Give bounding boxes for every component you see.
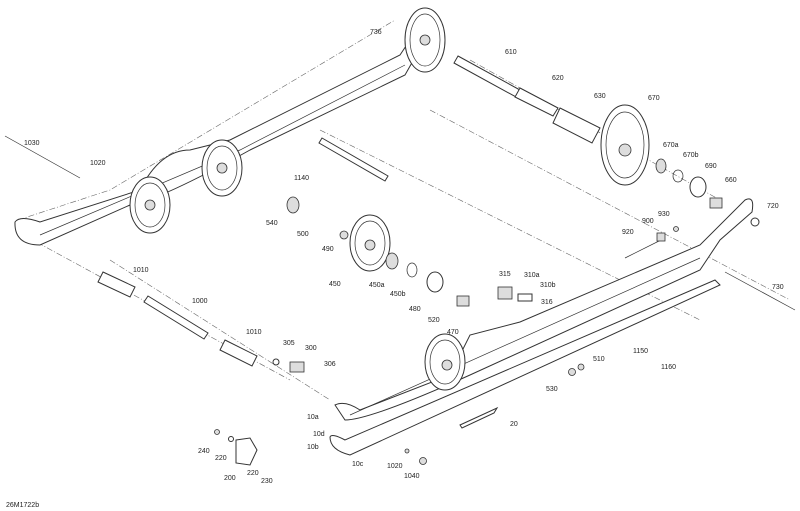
callout-930: 930 (658, 211, 670, 218)
callout-316: 316 (541, 299, 553, 306)
callout-1010-right: 1010 (246, 329, 262, 336)
callout-10d: 10d (313, 431, 325, 438)
callout-900: 900 (642, 218, 654, 225)
callout-310b: 310b (540, 282, 556, 289)
callout-530: 530 (546, 386, 558, 393)
callout-1160: 1160 (661, 364, 676, 371)
slide-10b (329, 279, 721, 456)
callout-200: 200 (224, 475, 236, 482)
callout-315: 315 (499, 271, 511, 278)
callout-730: 730 (772, 284, 784, 291)
callout-1000: 1000 (192, 298, 208, 305)
callout-670: 670 (648, 95, 660, 102)
callout-10c: 10c (352, 461, 364, 468)
callout-736: 736 (370, 29, 382, 36)
right-rail (334, 198, 754, 421)
callout-305: 305 (283, 340, 295, 347)
callout-20: 20 (510, 421, 518, 428)
callout-660: 660 (725, 177, 737, 184)
drawing-code: 26M1722b (6, 502, 39, 509)
callout-670a: 670a (663, 142, 679, 149)
callout-490: 490 (322, 246, 334, 253)
callout-1020-bottom: 1020 (387, 463, 403, 470)
callout-310a: 310a (524, 272, 540, 279)
callout-1030: 1030 (24, 140, 40, 147)
callout-1140: 1140 (294, 175, 309, 182)
shafts (4, 55, 796, 367)
callout-450: 450 (329, 281, 341, 288)
callout-450b: 450b (390, 291, 406, 298)
callout-300: 300 (305, 345, 317, 352)
callout-670b: 670b (683, 152, 699, 159)
wheels (129, 7, 650, 391)
callout-480: 480 (409, 306, 421, 313)
callout-630: 630 (594, 93, 606, 100)
callout-10b: 10b (307, 444, 319, 451)
callout-720: 720 (767, 203, 779, 210)
callout-240: 240 (198, 448, 210, 455)
callout-920: 920 (622, 229, 634, 236)
callout-220-right: 220 (247, 470, 259, 477)
callout-470: 470 (447, 329, 459, 336)
callout-620: 620 (552, 75, 564, 82)
callout-1010-left: 1010 (133, 267, 149, 274)
callout-450a: 450a (369, 282, 385, 289)
callout-500: 500 (297, 231, 309, 238)
callout-labels: 736 610 620 630 670 670a 670b 690 660 720 930 900 92… (24, 29, 784, 485)
callout-690: 690 (705, 163, 717, 170)
callout-306: 306 (324, 361, 336, 368)
callout-1150: 1150 (633, 348, 648, 355)
callout-1020-top: 1020 (90, 160, 106, 167)
callout-610: 610 (505, 49, 517, 56)
callout-220-left: 220 (215, 455, 227, 462)
callout-540: 540 (266, 220, 278, 227)
callout-510: 510 (593, 356, 605, 363)
callout-230: 230 (261, 478, 273, 485)
callout-520: 520 (428, 317, 440, 324)
callout-10a: 10a (307, 414, 319, 421)
callout-1040: 1040 (404, 473, 420, 480)
hardware (214, 158, 760, 466)
